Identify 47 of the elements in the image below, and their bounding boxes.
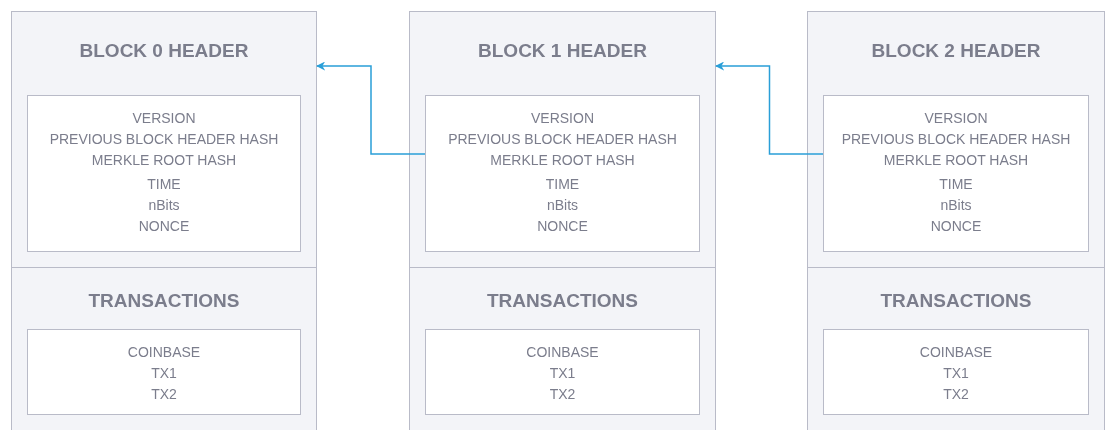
- section-title: BLOCK 2 HEADER: [870, 40, 1042, 62]
- field-box: [823, 95, 1089, 252]
- field-label: TX2: [943, 385, 969, 404]
- field-label: TX2: [549, 385, 576, 404]
- field-label: MERKLE ROOT HASH: [883, 151, 1029, 170]
- field-label: NONCE: [930, 217, 982, 236]
- field-label: nBits: [546, 196, 579, 215]
- field-label: PREVIOUS BLOCK HEADER HASH: [448, 130, 677, 149]
- field-label: NONCE: [537, 217, 588, 236]
- field-label: NONCE: [138, 217, 190, 236]
- field-label: TX1: [549, 364, 576, 383]
- arrow: [316, 61, 426, 155]
- section-panel: [11, 11, 317, 269]
- section-title: BLOCK 1 HEADER: [477, 40, 648, 62]
- field-label: PREVIOUS BLOCK HEADER HASH: [841, 130, 1071, 149]
- field-label: COINBASE: [127, 343, 201, 362]
- field-label: VERSION: [531, 109, 594, 128]
- field-label: nBits: [148, 196, 180, 215]
- section-panel: [409, 267, 716, 430]
- field-label: PREVIOUS BLOCK HEADER HASH: [49, 130, 279, 149]
- field-box: [425, 329, 700, 415]
- field-label: TX1: [151, 364, 177, 383]
- field-label: VERSION: [924, 109, 988, 128]
- field-label: MERKLE ROOT HASH: [91, 151, 237, 170]
- field-label: nBits: [940, 196, 972, 215]
- field-label: VERSION: [132, 109, 196, 128]
- section-title: TRANSACTIONS: [87, 290, 241, 312]
- section-panel: [807, 11, 1105, 269]
- section-title: TRANSACTIONS: [486, 290, 639, 312]
- field-label: MERKLE ROOT HASH: [490, 151, 635, 170]
- section-title: TRANSACTIONS: [879, 290, 1033, 312]
- arrow: [715, 61, 824, 155]
- section-title: BLOCK 0 HEADER: [78, 40, 250, 62]
- field-label: COINBASE: [526, 343, 599, 362]
- field-label: TIME: [147, 175, 181, 194]
- field-box: [823, 329, 1089, 415]
- field-label: COINBASE: [919, 343, 993, 362]
- field-label: TX2: [151, 385, 177, 404]
- field-box: [425, 95, 700, 252]
- field-label: TIME: [545, 175, 580, 194]
- field-label: TIME: [939, 175, 973, 194]
- section-panel: [11, 267, 317, 430]
- field-box: [27, 95, 301, 252]
- section-panel: [409, 11, 716, 269]
- field-label: TX1: [943, 364, 969, 383]
- field-box: [27, 329, 301, 415]
- section-panel: [807, 267, 1105, 430]
